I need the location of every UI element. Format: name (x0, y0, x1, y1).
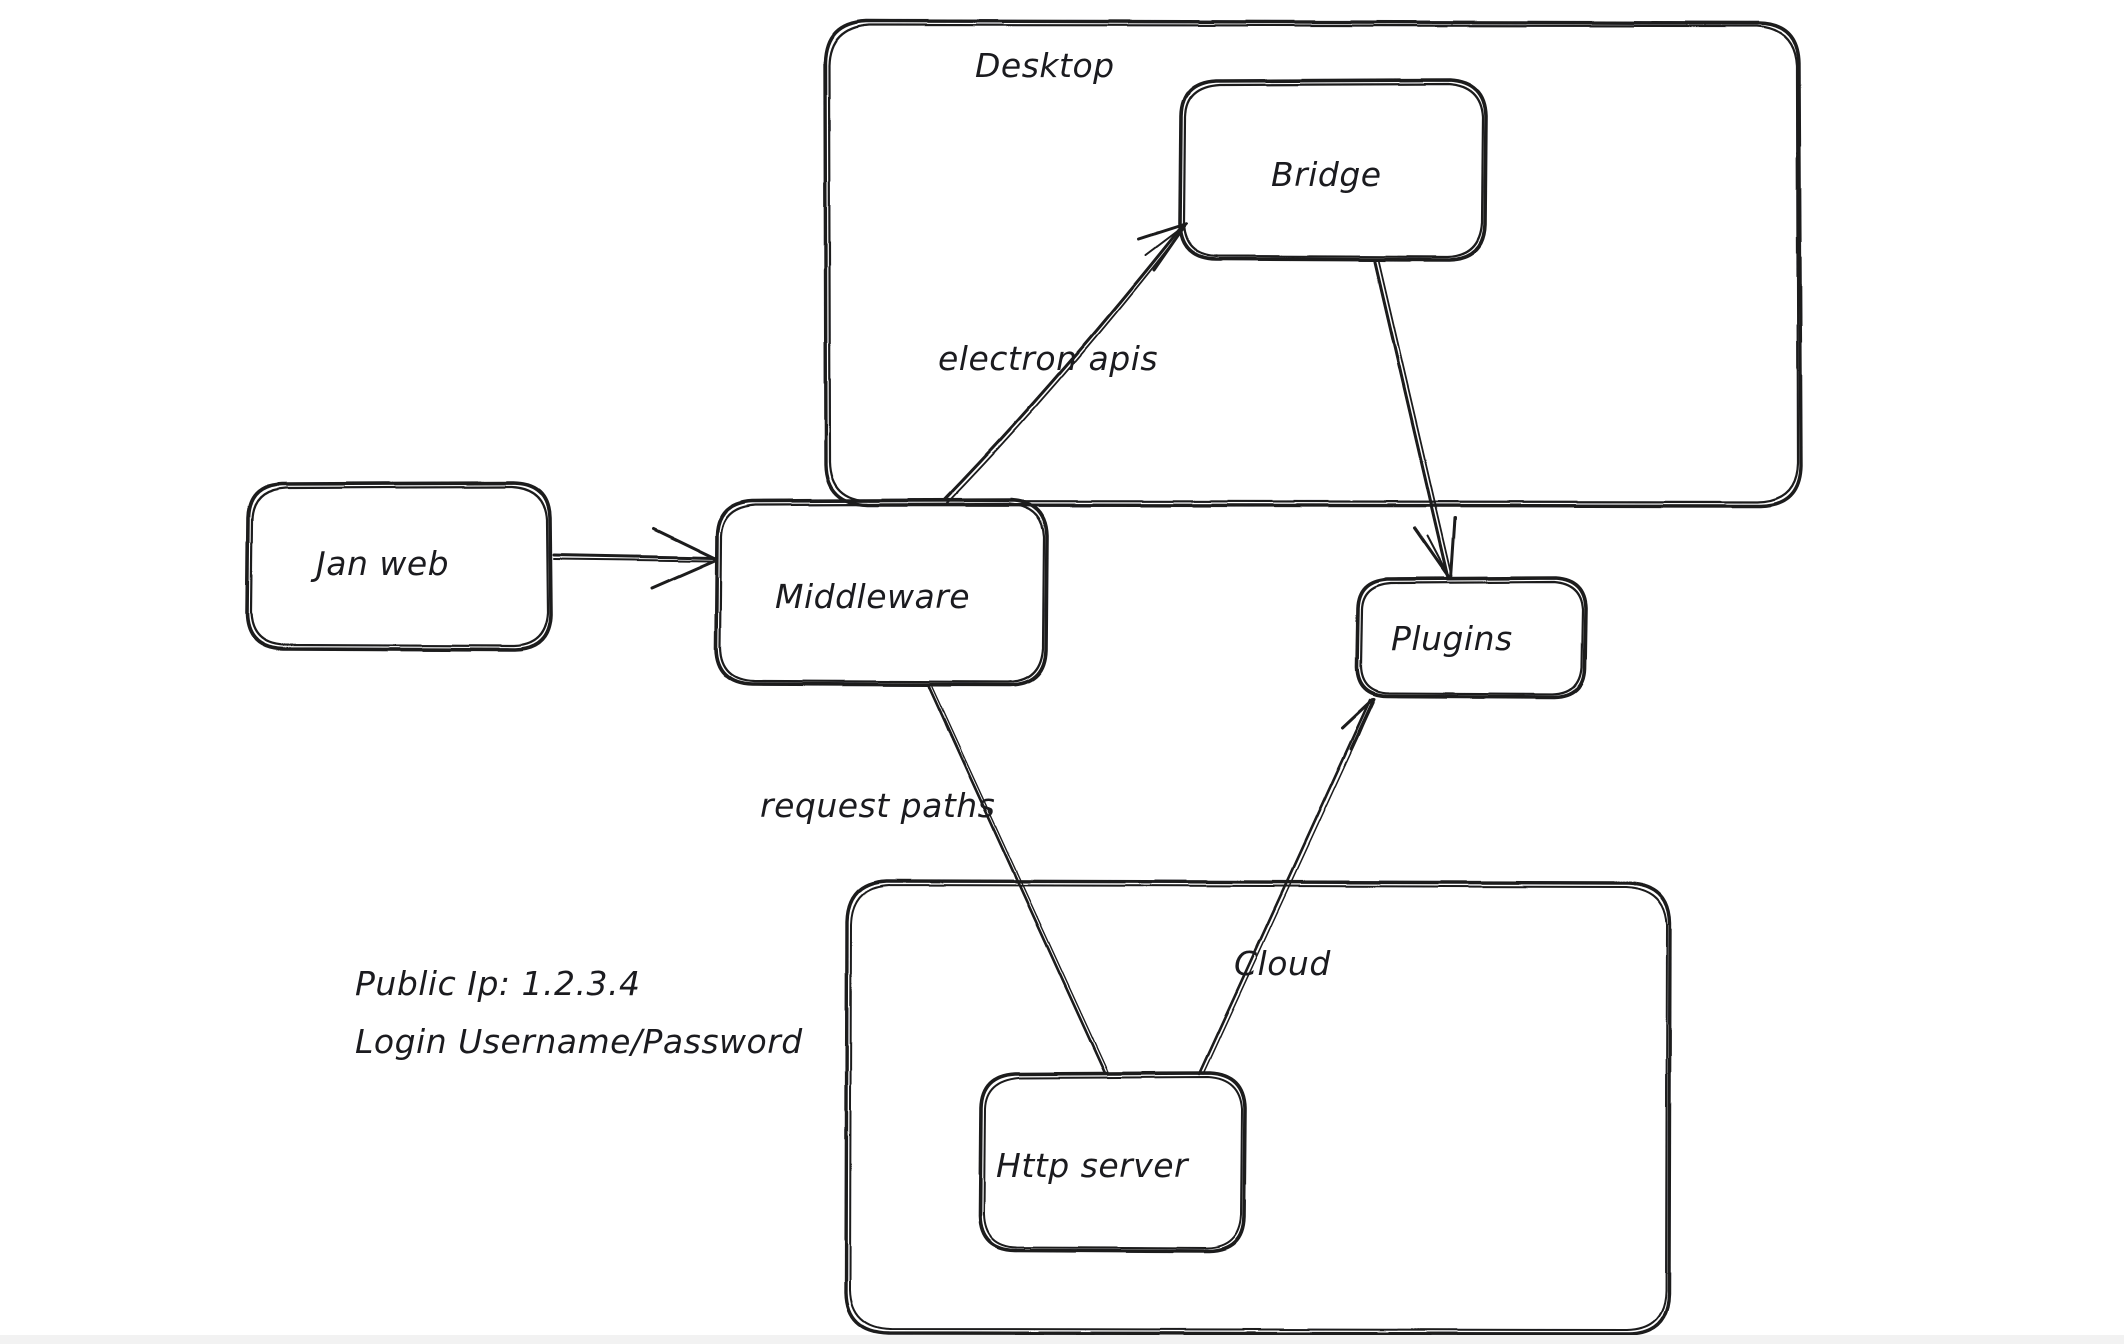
edge-http-server-to-plugins (1197, 697, 1376, 1076)
node-jan-web[interactable] (245, 481, 553, 652)
group-cloud (844, 879, 1672, 1336)
node-label-jan-web: Jan web (316, 544, 450, 583)
group-desktop (823, 19, 1803, 508)
node-label-middleware: Middleware (775, 577, 971, 616)
edge-middleware-to-bridge (942, 222, 1188, 504)
edge-middleware-to-http-server (927, 685, 1109, 1075)
group-label-desktop: Desktop (975, 46, 1115, 85)
node-label-http-server: Http server (996, 1146, 1189, 1185)
page-bottom-edge (0, 1335, 2124, 1344)
edge-label-electron-apis: electron apis (938, 339, 1159, 378)
edge-jan-web-to-middleware (552, 527, 718, 590)
node-label-bridge: Bridge (1271, 155, 1382, 194)
note-public-ip-line-2: Login Username/Password (355, 1022, 803, 1061)
node-plugins[interactable] (1355, 576, 1588, 699)
node-http-server[interactable] (978, 1071, 1247, 1253)
edge-label-cloud: Cloud (1234, 944, 1331, 983)
edge-bridge-to-plugins (1373, 260, 1457, 580)
node-label-plugins: Plugins (1391, 619, 1513, 658)
note-public-ip-line-1: Public Ip: 1.2.3.4 (355, 964, 641, 1003)
node-bridge[interactable] (1178, 78, 1488, 262)
node-middleware[interactable] (714, 498, 1049, 687)
edge-label-request-paths: request paths (760, 786, 996, 825)
